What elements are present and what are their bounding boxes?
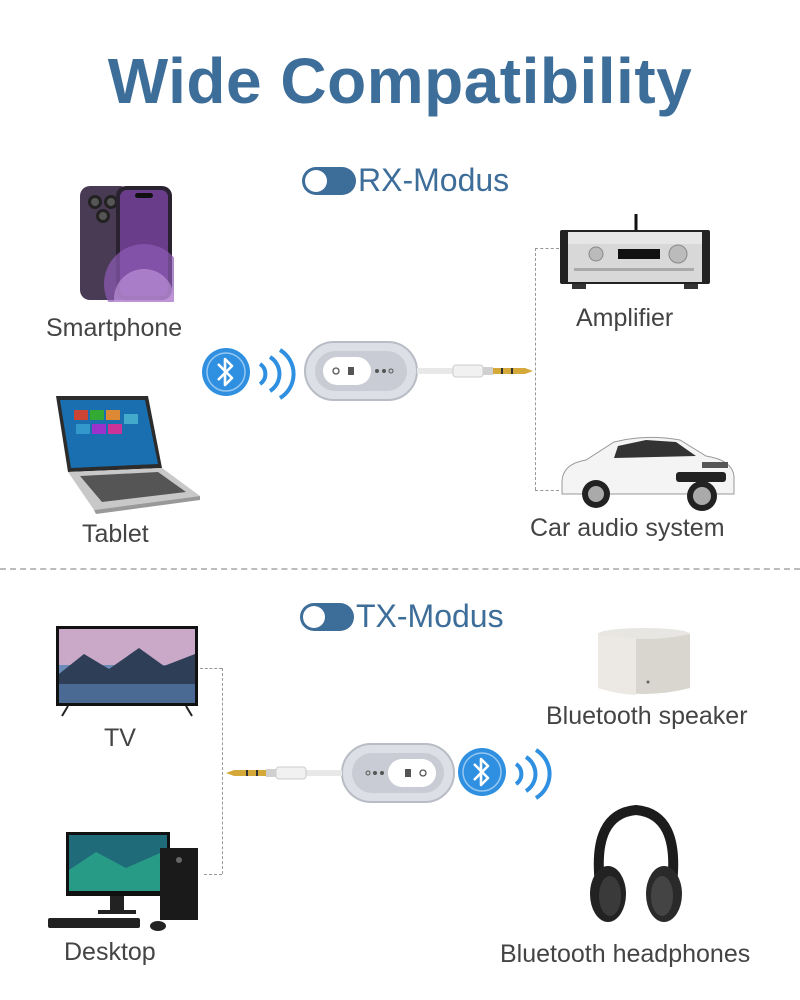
rx-connector-amp: [535, 248, 559, 249]
amplifier-image: [558, 214, 712, 290]
car-image: [556, 432, 738, 512]
tx-connector-desktop: [204, 874, 222, 875]
section-divider: [0, 568, 800, 570]
car-label: Car audio system: [530, 514, 725, 542]
tv-image: [54, 624, 200, 718]
tx-connector-tv: [200, 668, 222, 669]
rx-mode-toggle: RX-Modus: [302, 162, 509, 199]
smartphone-label: Smartphone: [46, 314, 183, 342]
tv-label: TV: [104, 724, 136, 752]
rx-mode-label: RX-Modus: [358, 162, 510, 198]
toggle-icon: [302, 166, 356, 195]
tx-mode-label: TX-Modus: [356, 598, 504, 634]
rx-connector-car: [535, 490, 559, 491]
headphones-image: [586, 804, 686, 928]
bluetooth-adapter-rx: [303, 340, 539, 404]
smartphone-image: [78, 184, 184, 329]
bluetooth-signal-icon: [454, 742, 556, 804]
speaker-label: Bluetooth speaker: [546, 702, 748, 730]
bluetooth-signal-icon: [200, 344, 302, 406]
rx-connector-line: [535, 248, 536, 490]
headphones-label: Bluetooth headphones: [500, 940, 751, 968]
desktop-image: [46, 830, 204, 938]
speaker-image: [596, 626, 692, 698]
bluetooth-adapter-tx: [220, 742, 456, 806]
tx-mode-toggle: TX-Modus: [300, 598, 504, 635]
page-title: Wide Compatibility: [107, 45, 693, 117]
amplifier-label: Amplifier: [576, 304, 674, 332]
tablet-label: Tablet: [82, 520, 149, 548]
tablet-image: [50, 392, 202, 516]
tx-connector-line: [222, 668, 223, 874]
toggle-icon: [300, 602, 354, 631]
desktop-label: Desktop: [64, 938, 156, 966]
